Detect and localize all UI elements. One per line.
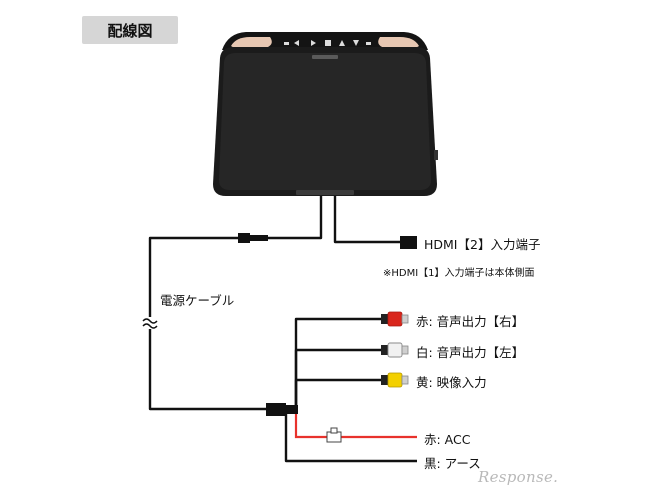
- acc-wire: [294, 410, 327, 439]
- hdmi-connector-icon: [400, 236, 417, 249]
- diagram-title: 配線図: [82, 16, 178, 44]
- video-wire: [294, 378, 381, 409]
- hdmi1-note: ※HDMI【1】入力端子は本体側面: [383, 268, 535, 279]
- cable-break-icon: [142, 317, 158, 329]
- power-cable-label: 電源ケーブル: [160, 293, 235, 308]
- monitor-screen: [219, 53, 431, 190]
- audio-right-label: 赤: 音声出力【右】: [416, 314, 525, 329]
- cable-exit: [296, 190, 354, 195]
- video-input-label: 黄: 映像入力: [416, 375, 487, 390]
- fuse-holder-icon: [326, 427, 342, 443]
- side-port-icon: [434, 150, 438, 160]
- hdmi2-label: HDMI【2】入力端子: [424, 237, 541, 252]
- ground-label: 黒: アース: [424, 456, 481, 471]
- flip-down-monitor: [213, 32, 438, 196]
- response-watermark: Response.: [478, 468, 559, 486]
- dome-light-left: [231, 37, 272, 49]
- rca-plug-yellow: [381, 372, 409, 388]
- power-wire-outer: [148, 236, 266, 411]
- dome-light-right: [378, 37, 419, 49]
- wire-harness: [148, 196, 417, 463]
- power-inline-connector: [238, 233, 268, 243]
- junction-connector: [266, 403, 298, 416]
- audio-left-label: 白: 音声出力【左】: [416, 345, 525, 360]
- control-buttons-icon: [284, 40, 371, 46]
- rca-plug-red: [381, 311, 409, 327]
- acc-label: 赤: ACC: [424, 432, 471, 447]
- hdmi-wire: [333, 196, 400, 244]
- ground-wire: [284, 413, 417, 463]
- power-wire-upper: [268, 196, 323, 240]
- screen-latch-icon: [312, 55, 338, 59]
- rca-plug-white: [381, 342, 409, 358]
- audio-right-wire: [294, 317, 381, 409]
